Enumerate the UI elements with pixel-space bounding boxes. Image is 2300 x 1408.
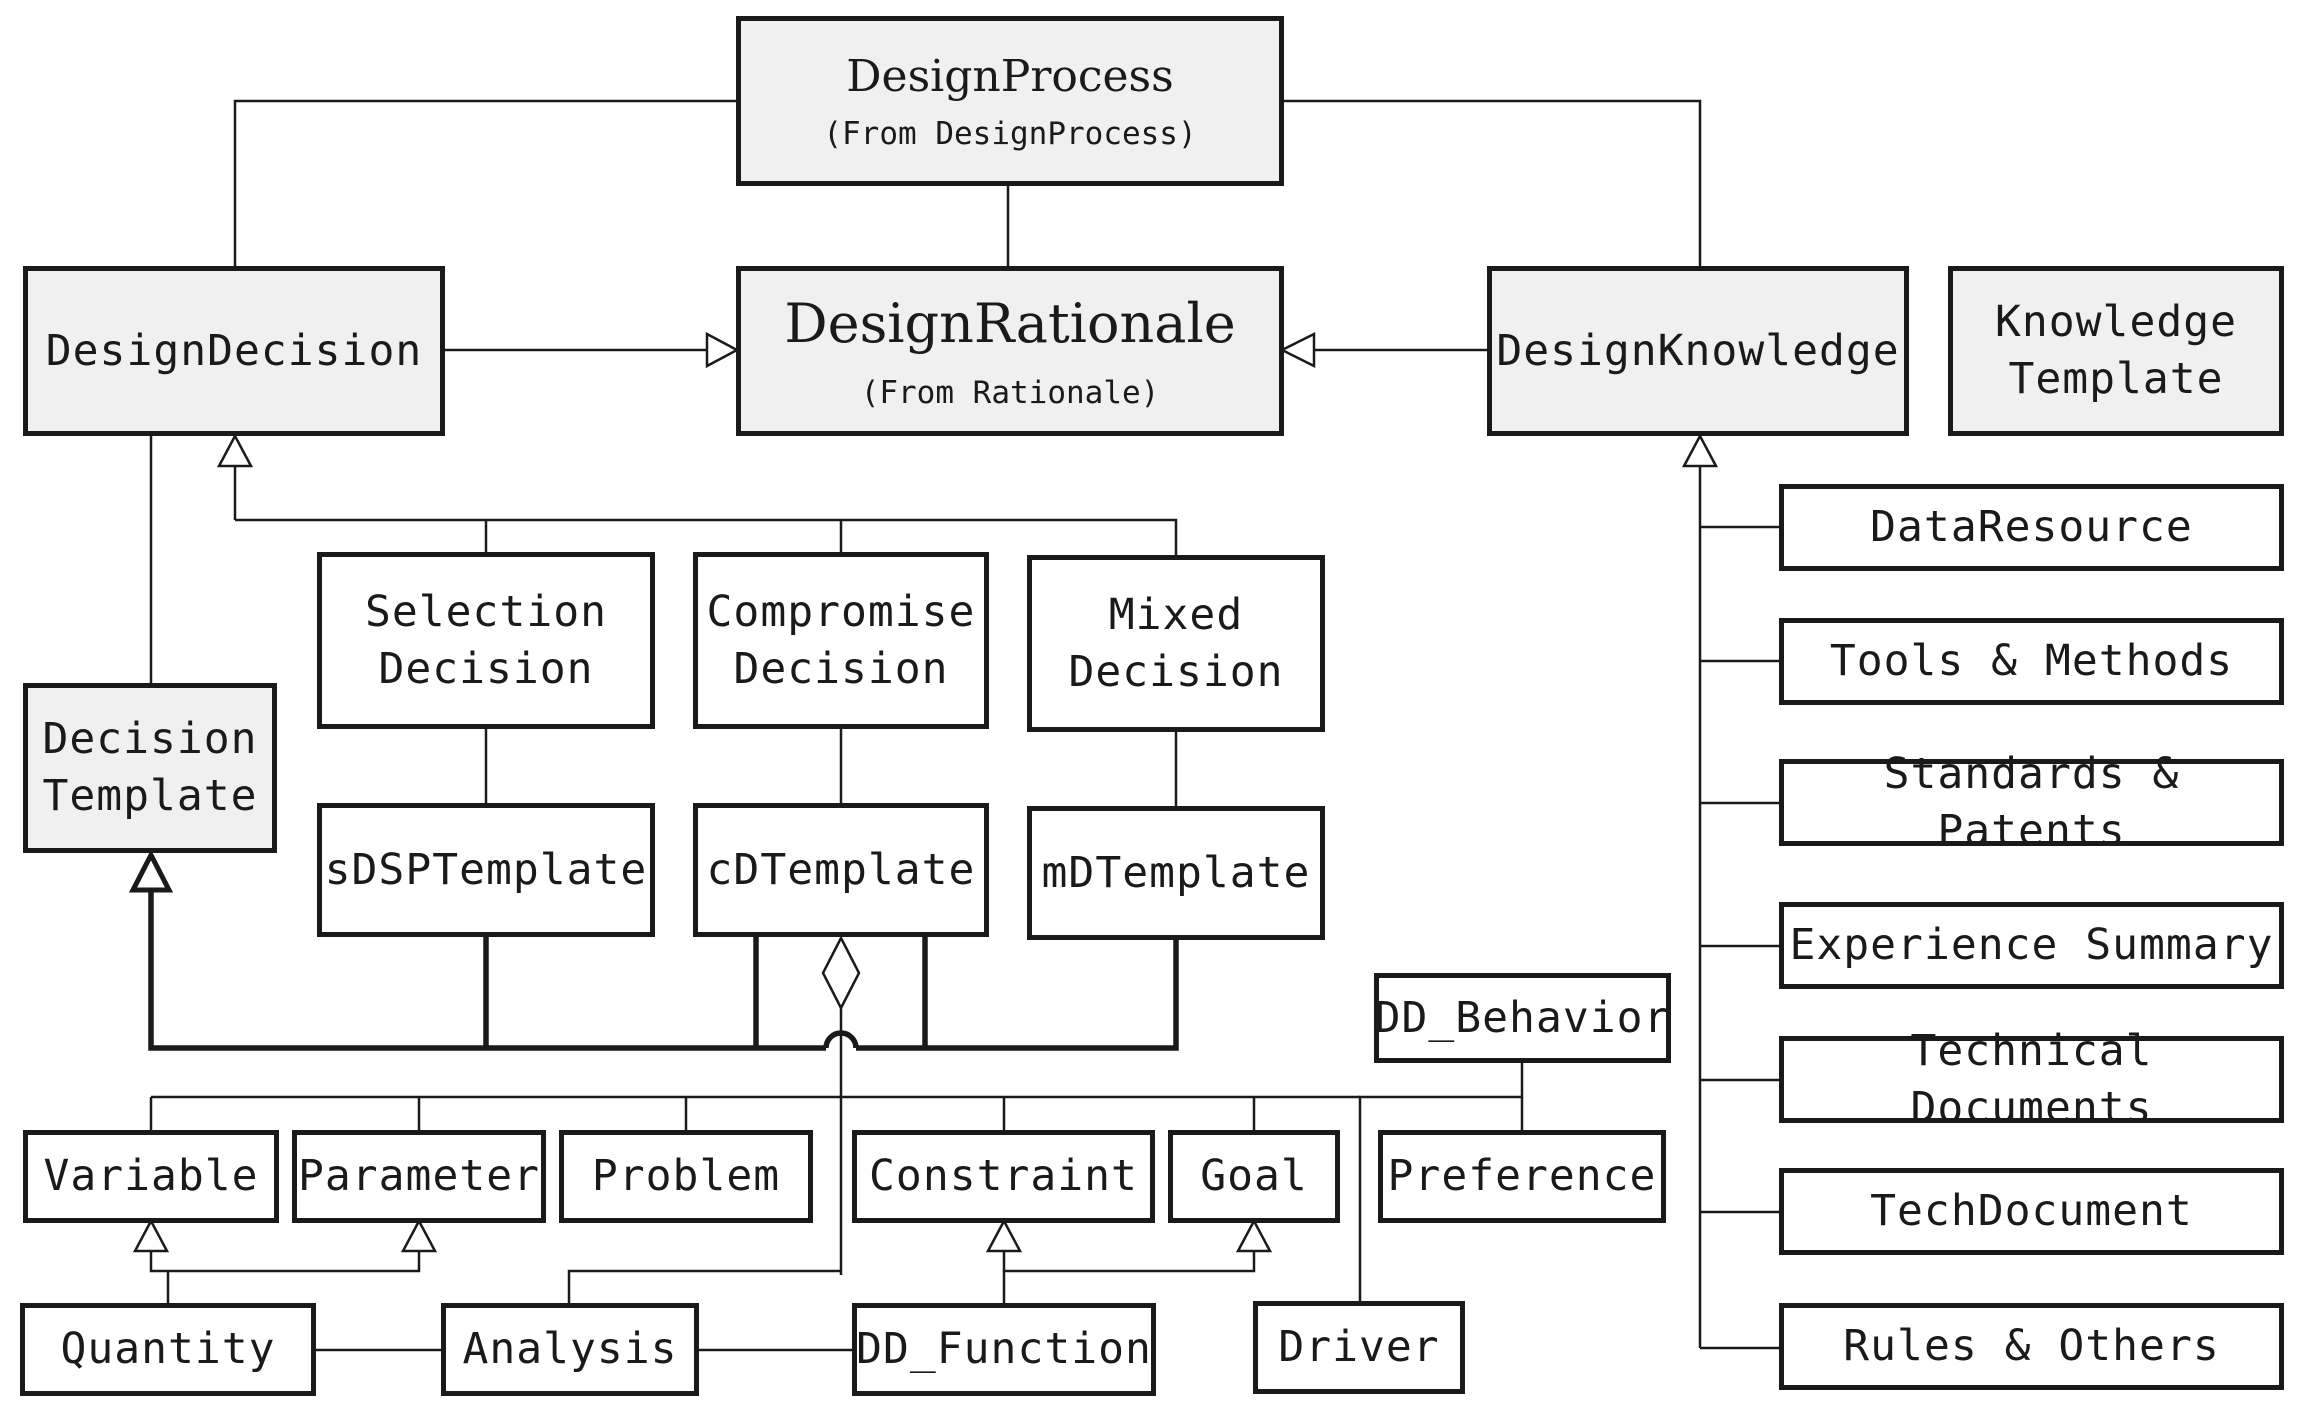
knowledge-item-label: Rules & Others <box>1843 1321 2220 1372</box>
dd-function-box: DD_Function <box>852 1303 1156 1396</box>
mixed-decision-label: Mixed Decision <box>1068 589 1284 697</box>
knowledge-item: Tools & Methods <box>1779 618 2284 705</box>
selection-decision-box: Selection Decision <box>317 552 655 729</box>
goal-box: Goal <box>1168 1130 1340 1223</box>
generalization-arrow <box>132 1218 170 1253</box>
preference-label: Preference <box>1387 1151 1657 1202</box>
link-process-decision <box>233 99 738 268</box>
aggregation-diamond <box>821 935 861 1011</box>
analysis-box: Analysis <box>441 1303 699 1396</box>
decision-template-box: Decision Template <box>23 683 277 853</box>
link-template-bus <box>148 890 826 1051</box>
design-process-subtitle: (From DesignProcess) <box>823 115 1197 152</box>
analysis-label: Analysis <box>462 1324 678 1375</box>
variable-box: Variable <box>23 1130 279 1223</box>
knowledge-item-label: Standards & Patents <box>1883 748 2180 856</box>
driver-label: Driver <box>1278 1322 1440 1373</box>
decision-template-label: Decision Template <box>42 714 258 821</box>
driver-box: Driver <box>1253 1301 1465 1394</box>
problem-label: Problem <box>591 1151 781 1202</box>
cd-template-label: cDTemplate <box>706 844 976 895</box>
generalization-arrow <box>985 1218 1023 1253</box>
link-function-inherit <box>1002 1251 1256 1273</box>
compromise-decision-label: Compromise Decision <box>706 586 976 694</box>
quantity-label: Quantity <box>60 1324 276 1375</box>
design-knowledge-label: DesignKnowledge <box>1496 325 1900 376</box>
link-subtype-bus <box>235 518 1178 557</box>
link-template-hop <box>823 1030 859 1049</box>
generalization-arrow <box>1279 331 1316 369</box>
knowledge-item: TechDocument <box>1779 1168 2284 1255</box>
parameter-box: Parameter <box>292 1130 546 1223</box>
dd-function-label: DD_Function <box>856 1324 1152 1375</box>
knowledge-template-box: Knowledge Template <box>1948 266 2284 436</box>
link-analysis-cd <box>567 1269 841 1305</box>
link-template-bus-right <box>856 938 1179 1051</box>
generalization-arrow-bold <box>128 849 174 893</box>
constraint-box: Constraint <box>852 1130 1155 1223</box>
generalization-arrow <box>1235 1218 1273 1253</box>
knowledge-item: Standards & Patents <box>1779 749 2284 856</box>
design-process-title: DesignProcess <box>846 50 1174 102</box>
knowledge-item-label: Technical Documents <box>1910 1025 2153 1133</box>
compromise-decision-box: Compromise Decision <box>693 552 989 729</box>
design-rationale-subtitle: (From Rationale) <box>860 375 1160 412</box>
link-quantity-inherit <box>149 1251 421 1273</box>
knowledge-item: Technical Documents <box>1779 1026 2284 1133</box>
knowledge-item: DataResource <box>1779 484 2284 571</box>
md-template-label: mDTemplate <box>1041 847 1311 898</box>
parameter-label: Parameter <box>298 1151 540 1202</box>
knowledge-item-label: DataResource <box>1870 502 2193 553</box>
design-decision-label: DesignDecision <box>45 325 423 376</box>
variable-label: Variable <box>43 1151 259 1202</box>
cd-template-box: cDTemplate <box>693 803 989 937</box>
knowledge-item-label: TechDocument <box>1870 1186 2193 1237</box>
mixed-decision-box: Mixed Decision <box>1027 555 1325 732</box>
quantity-box: Quantity <box>20 1303 316 1396</box>
selection-decision-label: Selection Decision <box>365 586 607 694</box>
design-rationale-box: DesignRationale (From Rationale) <box>736 266 1284 436</box>
generalization-arrow <box>705 331 740 369</box>
design-knowledge-box: DesignKnowledge <box>1487 266 1909 436</box>
preference-box: Preference <box>1378 1130 1666 1223</box>
generalization-arrow <box>1681 433 1719 468</box>
problem-box: Problem <box>559 1130 813 1223</box>
generalization-arrow <box>400 1218 438 1253</box>
knowledge-item: Rules & Others <box>1779 1303 2284 1390</box>
design-rationale-title: DesignRationale <box>784 291 1236 355</box>
sdsp-template-box: sDSPTemplate <box>317 803 655 937</box>
md-template-box: mDTemplate <box>1027 806 1325 940</box>
design-process-box: DesignProcess (From DesignProcess) <box>736 16 1284 186</box>
link-process-knowledge <box>1282 99 1702 268</box>
knowledge-item-label: Tools & Methods <box>1829 636 2234 687</box>
link-ddbehavior <box>1358 1060 1524 1303</box>
dd-behavior-box: DD_Behavior <box>1374 973 1671 1063</box>
design-decision-box: DesignDecision <box>23 266 445 436</box>
goal-label: Goal <box>1200 1151 1308 1202</box>
knowledge-item: Experience Summary <box>1779 902 2284 989</box>
knowledge-item-label: Experience Summary <box>1789 920 2274 971</box>
knowledge-template-label: Knowledge Template <box>1995 297 2237 404</box>
sdsp-template-label: sDSPTemplate <box>324 844 648 895</box>
constraint-label: Constraint <box>869 1151 1138 1202</box>
generalization-arrow <box>216 433 254 468</box>
dd-behavior-label: DD_Behavior <box>1374 992 1671 1043</box>
